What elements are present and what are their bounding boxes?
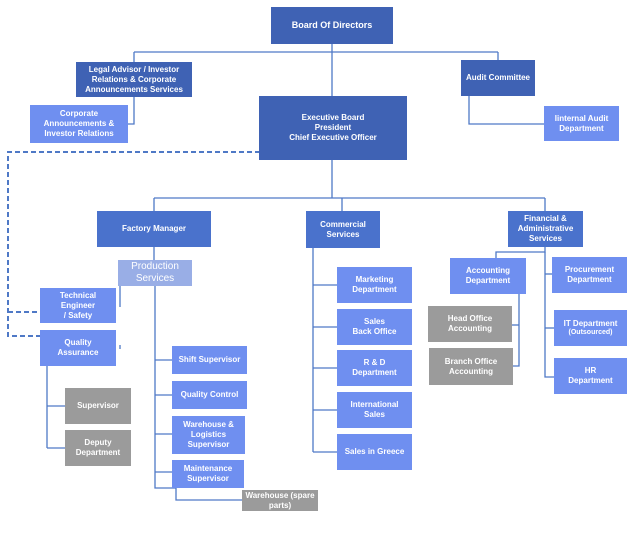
quality-assurance-node: Quality Assurance (40, 330, 116, 366)
internal-audit-node: Iinternal Audit Department (544, 106, 619, 141)
warehouse-spare-parts-node: Warehouse (spare parts) (242, 490, 318, 511)
connector-maint-wh (175, 488, 242, 501)
it-department-label: IT Department (563, 318, 618, 328)
procurement-department-node: Procurement Department (552, 257, 627, 293)
sales-back-office-node: Sales Back Office (337, 309, 412, 345)
international-sales-node: International Sales (337, 392, 412, 428)
technical-engineer-node: Technical Engineer / Safety (40, 288, 116, 323)
financial-services-node: Financial & Administrative Services (508, 211, 583, 247)
warehouse-logistics-node: Warehouse & Logistics Supervisor (172, 416, 245, 454)
it-outsourced-label: (Outsourced) (568, 328, 613, 336)
hr-department-node: HR Department (554, 358, 627, 394)
connector-accounting-subs (513, 294, 520, 367)
connector-audit-internal (468, 96, 544, 125)
deputy-department-node: Deputy Department (65, 430, 131, 466)
production-services-node: Production Services (118, 260, 192, 286)
it-department-node: IT Department (Outsourced) (554, 310, 627, 346)
executive-board-node: Executive Board President Chief Executiv… (259, 96, 407, 160)
commercial-services-node: Commercial Services (306, 211, 380, 248)
audit-committee-node: Audit Committee (461, 60, 535, 96)
board-of-directors-node: Board Of Directors (271, 7, 393, 44)
marketing-department-node: Marketing Department (337, 267, 412, 303)
maintenance-supervisor-node: Maintenance Supervisor (172, 460, 244, 488)
sales-in-greece-node: Sales in Greece (337, 434, 412, 470)
branch-office-accounting-node: Branch Office Accounting (429, 348, 513, 385)
head-office-accounting-node: Head Office Accounting (428, 306, 512, 342)
connector-financial-accounting (495, 247, 546, 258)
legal-advisor-node: Legal Advisor / Investor Relations & Cor… (76, 62, 192, 97)
rd-department-node: R & D Department (337, 350, 412, 386)
supervisor-node: Supervisor (65, 388, 131, 424)
corporate-announcements-node: Corporate Announcements & Investor Relat… (30, 105, 128, 143)
connector-legal-corporate (128, 97, 135, 125)
shift-supervisor-node: Shift Supervisor (172, 346, 247, 374)
factory-manager-node: Factory Manager (97, 211, 211, 247)
quality-control-node: Quality Control (172, 381, 247, 409)
accounting-department-node: Accounting Department (450, 258, 526, 294)
